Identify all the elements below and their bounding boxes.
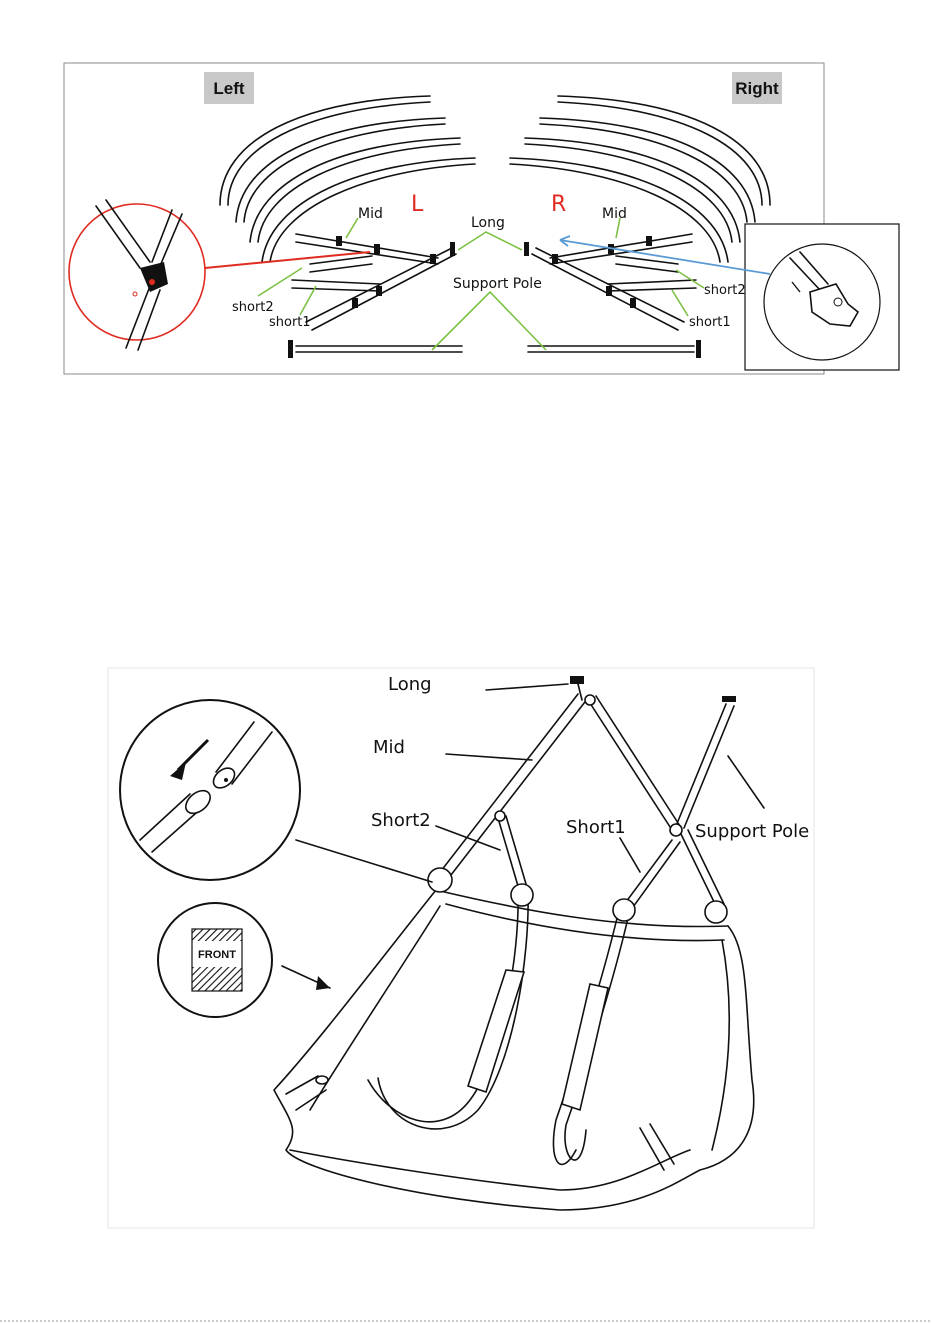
label-short2-left: short2 — [232, 300, 274, 315]
label-mid-bottom: Mid — [373, 737, 405, 758]
label-mid-left: Mid — [358, 206, 383, 222]
label-long: Long — [471, 215, 505, 231]
label-short1-bottom: Short1 — [566, 817, 626, 838]
right-arch-poles — [510, 96, 770, 262]
label-short2-right: short2 — [704, 283, 746, 298]
right-tag: Right — [735, 79, 779, 98]
left-arch-poles — [220, 96, 475, 262]
frame-poles — [368, 676, 736, 1170]
canopy-body — [274, 890, 754, 1210]
label-long-bottom: Long — [388, 674, 432, 695]
front-label: FRONT — [198, 949, 236, 961]
label-short1-right: short1 — [689, 315, 731, 330]
pole-joint-zoom — [120, 700, 300, 880]
label-mid-right: Mid — [602, 206, 627, 222]
label-support-pole: Support Pole — [453, 276, 542, 292]
support-poles — [288, 340, 701, 358]
front-tag-zoom: FRONT — [158, 903, 272, 1017]
label-short2-bottom: Short2 — [371, 810, 431, 831]
left-straight-poles — [292, 234, 456, 330]
right-letter: R — [551, 192, 566, 217]
left-letter: L — [411, 192, 424, 217]
left-detail-zoom — [69, 200, 370, 350]
label-short1-left: short1 — [269, 315, 311, 330]
label-support-pole-bottom: Support Pole — [695, 821, 809, 842]
left-tag: Left — [213, 79, 245, 98]
